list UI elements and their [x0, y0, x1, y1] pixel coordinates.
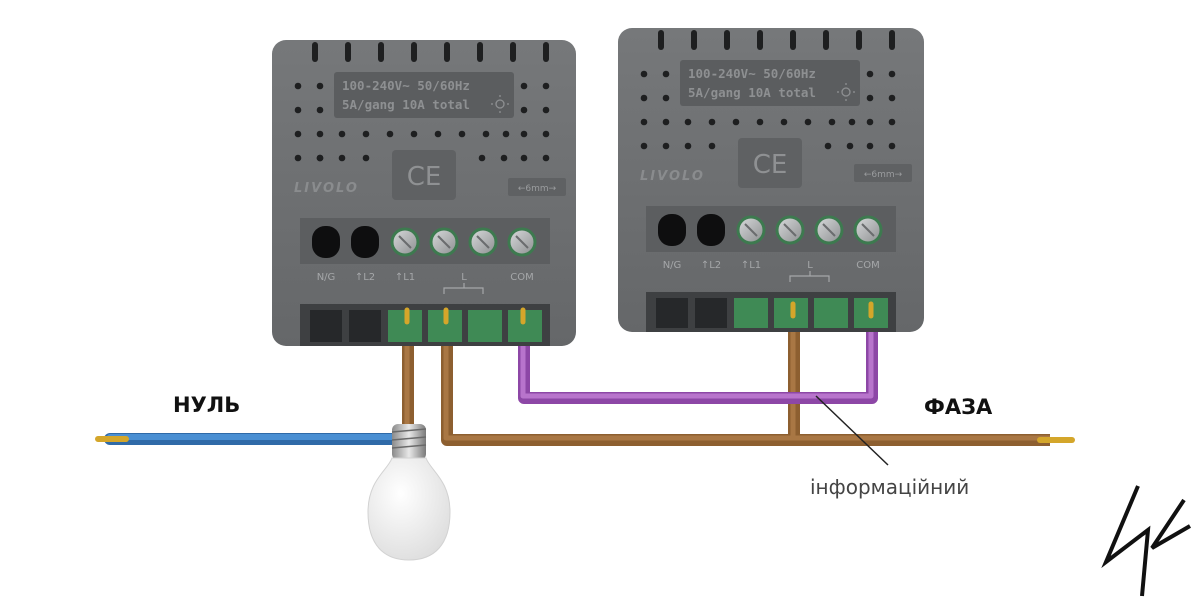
terminal-label-l2: ↑L2 — [701, 260, 721, 271]
neutral-label: НУЛЬ — [173, 393, 240, 417]
strip-length-label: ←6mm→ — [864, 170, 903, 180]
terminal-label-com: COM — [856, 260, 879, 271]
spec-line-1: 100-240V~ 50/60Hz — [342, 78, 470, 93]
info-pointer-line — [815, 395, 889, 466]
brand-logo: LIVOLO — [640, 169, 705, 184]
ce-mark-plate — [392, 150, 456, 200]
sun-icon — [837, 83, 855, 101]
sun-icon — [491, 95, 509, 113]
switch-module-1: 100-240V~ 50/60Hz 5A/gang 10A total CE L… — [272, 40, 576, 346]
switch-module-2: 100-240V~ 50/60Hz 5A/gang 10A total CE L… — [618, 28, 924, 332]
light-bulb-icon — [367, 424, 451, 561]
strip-length-label: ←6mm→ — [518, 184, 557, 194]
terminal-label-l1: ↑L1 — [741, 260, 761, 271]
terminal-label-ng: N/G — [317, 272, 336, 283]
phase-label: ФАЗА — [924, 395, 993, 419]
neutral-wire — [95, 433, 401, 445]
info-label: інформаційний — [810, 475, 969, 499]
ce-mark: CE — [407, 162, 442, 192]
terminal-holes — [658, 214, 883, 246]
ce-mark-plate — [738, 138, 802, 188]
terminal-label-l: L — [461, 272, 467, 283]
lightning-bolt-icon — [1101, 485, 1192, 597]
spec-line-2: 5A/gang 10A total — [342, 97, 470, 112]
terminal-label-l: L — [807, 260, 813, 271]
terminal-label-com: COM — [510, 272, 533, 283]
info-wire — [518, 312, 878, 404]
spec-line-1: 100-240V~ 50/60Hz — [688, 66, 816, 81]
terminal-label-l2: ↑L2 — [355, 272, 375, 283]
terminal-holes — [312, 226, 537, 258]
terminal-label-ng: N/G — [663, 260, 682, 271]
brand-logo: LIVOLO — [294, 181, 359, 196]
ce-mark: CE — [753, 150, 788, 180]
terminal-label-l1: ↑L1 — [395, 272, 415, 283]
spec-line-2: 5A/gang 10A total — [688, 85, 816, 100]
